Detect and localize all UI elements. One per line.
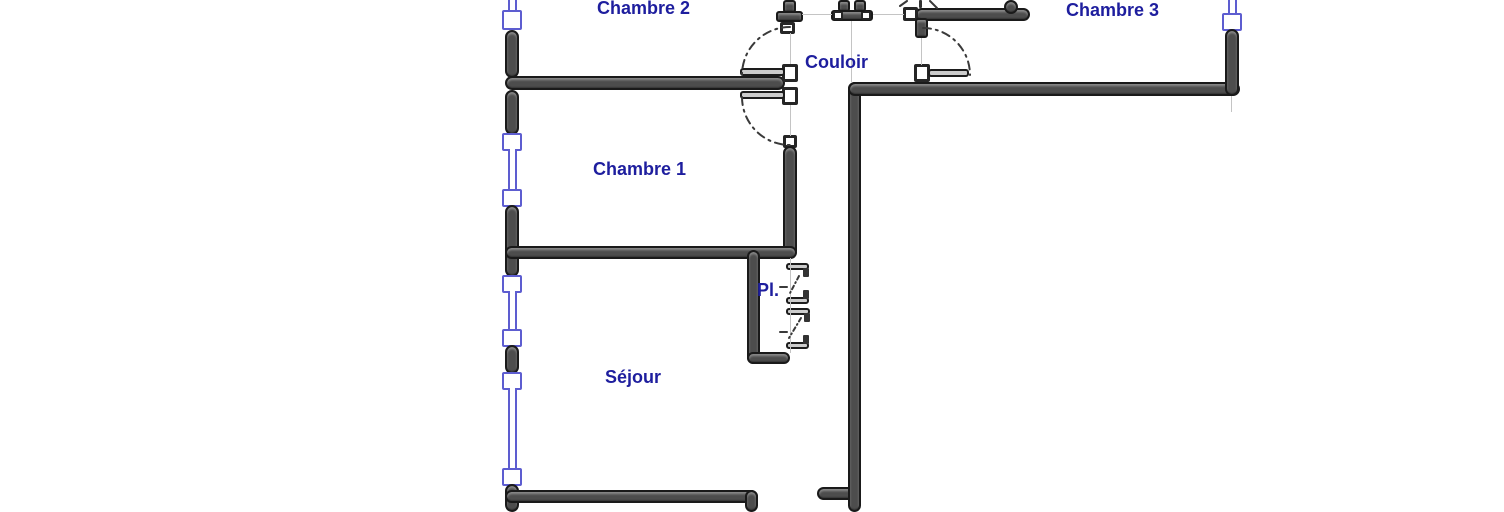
door-swing-arc-fragment: [899, 0, 908, 7]
wall: [1004, 0, 1018, 14]
reference-line: [790, 105, 791, 136]
bifold-fold-line: [788, 275, 800, 296]
wall: [747, 352, 790, 364]
reference-line: [790, 258, 791, 353]
door-post: [838, 0, 850, 12]
door-post: [854, 0, 866, 12]
window-glazing: [1228, 0, 1237, 15]
door-lintel: [831, 10, 873, 21]
room-label-chambre-3: Chambre 3: [1066, 0, 1160, 20]
bifold-door-panel: [786, 308, 810, 315]
reference-line: [873, 14, 904, 15]
wall: [848, 82, 1240, 96]
window-cap: [502, 10, 522, 30]
door-lintel: [776, 11, 803, 22]
bifold-door-panel: [786, 342, 809, 349]
door-swing-arc: [922, 27, 971, 76]
door-leaf: [740, 68, 785, 76]
bifold-door-tick: [804, 313, 810, 322]
room-label-placard: Pl.: [757, 280, 780, 300]
wall: [505, 76, 785, 90]
door-leaf: [928, 69, 969, 77]
window-glazing: [508, 291, 517, 331]
door-swing-arc-fragment: [929, 0, 938, 9]
window-glazing: [508, 388, 517, 470]
wall: [745, 490, 758, 512]
reference-line: [1231, 96, 1232, 112]
bifold-door-tick: [803, 290, 809, 299]
door-post-tick: [919, 0, 922, 8]
bifold-door-panel: [786, 263, 809, 270]
room-label-chambre-1: Chambre 1: [593, 159, 687, 179]
room-label-chambre-2: Chambre 2: [597, 0, 691, 18]
bifold-fold-line: [788, 317, 802, 339]
reference-line: [790, 33, 791, 64]
bifold-door-tick: [803, 268, 809, 277]
bifold-door-panel: [786, 297, 809, 304]
reference-line: [851, 21, 852, 82]
wall: [1225, 29, 1239, 96]
door-swing-arc: [741, 96, 791, 146]
door-jamb: [861, 11, 871, 20]
room-label-sejour: Séjour: [605, 367, 662, 387]
door-leaf: [740, 91, 785, 99]
door-swing-arc: [741, 26, 791, 76]
wall: [505, 246, 797, 259]
reference-line: [802, 14, 832, 15]
door-jamb: [833, 11, 843, 20]
window-glazing: [508, 149, 517, 191]
window-glazing: [508, 0, 517, 12]
bifold-door-tick: [803, 335, 809, 344]
room-label-couloir: Couloir: [805, 52, 868, 72]
door-jamb: [903, 7, 918, 21]
reference-line: [921, 38, 922, 65]
